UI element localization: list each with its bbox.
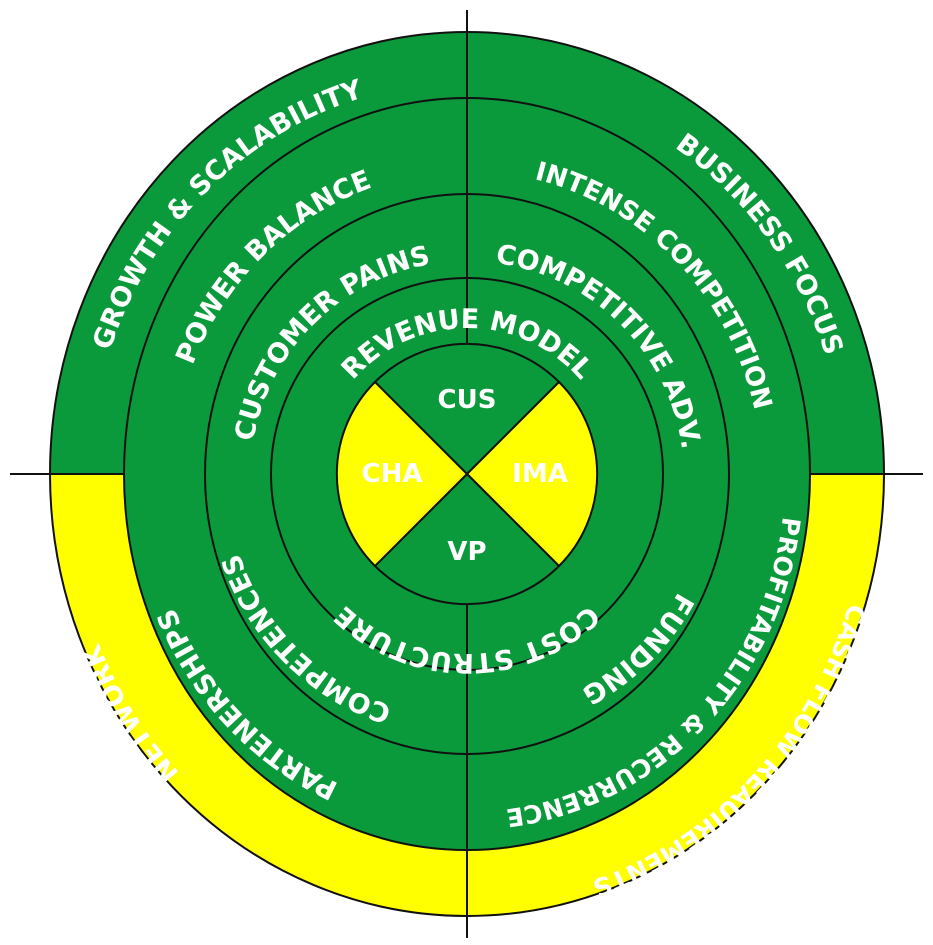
center-label-right: IMA	[512, 459, 568, 489]
center-label-top: CUS	[438, 385, 497, 415]
center-circle	[335, 342, 599, 606]
center-right-quadrant	[465, 380, 599, 568]
center-bottom-quadrant	[373, 472, 561, 606]
center-label-left: CHA	[362, 459, 423, 489]
center-left-quadrant	[335, 380, 469, 568]
center-label-bottom: VP	[447, 537, 486, 567]
center-top-quadrant	[373, 342, 561, 476]
